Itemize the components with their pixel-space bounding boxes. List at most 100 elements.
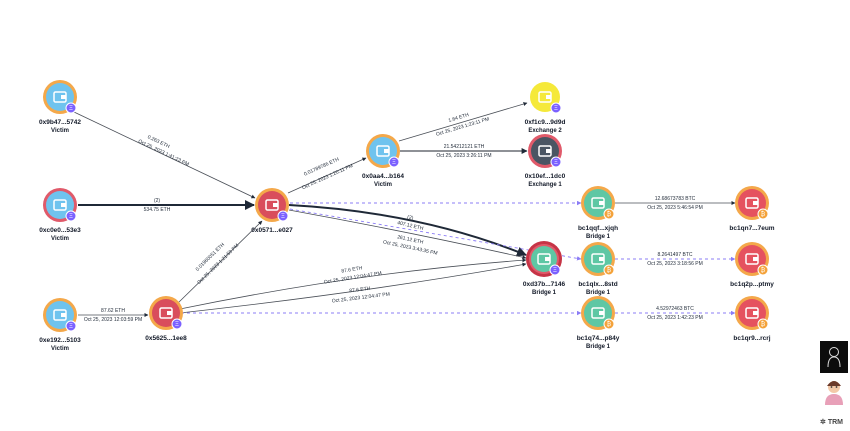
edge-amount-label: 261.12 ETH xyxy=(397,234,425,245)
brand-watermark: ✲ TRM xyxy=(820,418,843,426)
edge-count-label: (2) xyxy=(154,198,160,204)
bitcoin-badge-icon: ₿ xyxy=(603,318,615,330)
node-exchange2[interactable]: Ξ 0xf1c9...9d9d Exchange 2 xyxy=(525,82,566,134)
edge-victim4-to-exchange2[interactable]: 1.64 ETH Oct 25, 2023 1:23:11 PM xyxy=(398,102,528,142)
node-btc-dest1[interactable]: ₿ bc1qn7...7eum xyxy=(729,186,775,232)
node-address: 0x0aa4...b164 xyxy=(362,173,404,180)
participant-avatar[interactable] xyxy=(820,341,848,373)
bitcoin-badge-icon: ₿ xyxy=(757,208,769,220)
edge-amount-label: 8.2641497 BTC xyxy=(657,252,692,258)
wallet-icon xyxy=(745,253,759,265)
node-hub-0571[interactable]: Ξ 0x0571...e027 xyxy=(251,188,293,234)
node-description: Bridge 1 xyxy=(532,290,557,296)
edge-amount-label: 21.54212121 ETH xyxy=(444,144,485,150)
ethereum-badge-icon: Ξ xyxy=(550,156,562,168)
svg-text:Ξ: Ξ xyxy=(392,160,396,166)
participant-avatar[interactable] xyxy=(822,378,846,406)
node-address: bc1qlx...8std xyxy=(578,281,617,288)
bitcoin-badge-icon: ₿ xyxy=(757,318,769,330)
svg-text:Ξ: Ξ xyxy=(69,324,73,330)
node-address: 0x5625...1ee8 xyxy=(145,335,187,342)
svg-text:Ξ: Ξ xyxy=(553,268,557,274)
edge-date-label: Oct 25, 2023 12:03:59 PM xyxy=(84,317,142,323)
bridge-icon xyxy=(537,253,551,265)
edge-amount-label: 87.62 ETH xyxy=(101,308,125,314)
node-btc-bridge3[interactable]: ₿ bc1q74...p84y Bridge 1 xyxy=(577,296,620,350)
exchange-icon xyxy=(538,145,552,157)
edge-btc-bridge1-to-dest[interactable]: 12.68673783 BTC Oct 25, 2023 5:46:54 PM xyxy=(615,196,736,211)
brand-name: TRM xyxy=(827,419,843,426)
node-btc-dest3[interactable]: ₿ bc1qr9...rcrj xyxy=(733,296,771,342)
edge-mid-to-hub[interactable]: 0.01960051 ETH Oct 25, 2023 1:21:59 PM xyxy=(177,220,263,304)
silhouette-avatar-icon xyxy=(827,347,841,368)
node-description: Bridge 1 xyxy=(586,234,611,240)
edge-victim1-to-hub[interactable]: 0.263 ETH Oct 25, 2023 1:41:23 PM xyxy=(73,111,256,199)
ethereum-badge-icon: Ξ xyxy=(171,318,183,330)
bridge-icon xyxy=(591,253,605,265)
svg-text:Ξ: Ξ xyxy=(554,160,558,166)
edge-hub-to-victim4[interactable]: 0.01789786 ETH Oct 25, 2023 1:20:11 PM xyxy=(287,156,367,194)
edge-victim4-to-exchange1[interactable]: 21.54212121 ETH Oct 25, 2023 3:26:11 PM xyxy=(400,144,528,159)
wallet-icon xyxy=(265,199,279,211)
node-address: bc1qqf...xjqh xyxy=(578,225,618,232)
edge-victim2-to-hub[interactable]: (2) 534.75 ETH xyxy=(78,198,255,213)
edge-victim3-to-mid[interactable]: 87.62 ETH Oct 25, 2023 12:03:59 PM xyxy=(78,308,149,323)
edge-amount-label: 407.12 ETH xyxy=(397,220,425,232)
wallet-icon xyxy=(53,199,67,211)
ethereum-badge-icon: Ξ xyxy=(549,264,561,276)
svg-text:Ξ: Ξ xyxy=(69,214,73,220)
wallet-icon xyxy=(745,197,759,209)
node-intermediate-5625[interactable]: Ξ 0x5625...1ee8 xyxy=(145,296,187,342)
exchange-icon xyxy=(538,91,552,103)
node-victim1[interactable]: Ξ 0x9b47...5742 Victim xyxy=(39,80,81,134)
node-btc-bridge2[interactable]: ₿ bc1qlx...8std Bridge 1 xyxy=(578,242,618,296)
edge-btc-bridge2-to-dest[interactable]: 8.2641497 BTC Oct 25, 2023 3:18:56 PM xyxy=(615,252,736,267)
ethereum-badge-icon: Ξ xyxy=(65,210,77,222)
edge-date-label: Oct 25, 2023 3:18:56 PM xyxy=(647,261,703,267)
edge-date-label: Oct 25, 2023 1:42:23 PM xyxy=(647,315,703,321)
node-victim4[interactable]: Ξ 0x0aa4...b164 Victim xyxy=(362,134,404,188)
svg-text:Ξ: Ξ xyxy=(175,322,179,328)
ethereum-badge-icon: Ξ xyxy=(550,102,562,114)
node-address: bc1qr9...rcrj xyxy=(733,335,770,342)
svg-text:₿: ₿ xyxy=(607,211,612,218)
ethereum-badge-icon: Ξ xyxy=(277,210,289,222)
edge-amount-label: 1.64 ETH xyxy=(448,112,470,124)
bitcoin-badge-icon: ₿ xyxy=(757,264,769,276)
bitcoin-badge-icon: ₿ xyxy=(603,208,615,220)
bitcoin-badge-icon: ₿ xyxy=(603,264,615,276)
edge-amount-label: 4.52972463 BTC xyxy=(656,306,694,312)
edge-amount-label: 534.75 ETH xyxy=(144,207,171,213)
bridge-icon xyxy=(591,307,605,319)
node-address: 0xe192...5103 xyxy=(39,337,81,344)
svg-text:₿: ₿ xyxy=(607,321,612,328)
node-address: bc1qn7...7eum xyxy=(729,225,774,232)
node-btc-dest2[interactable]: ₿ bc1q2p...ptmy xyxy=(730,242,774,288)
edge-date-label: Oct 25, 2023 3:26:11 PM xyxy=(436,153,491,159)
ethereum-badge-icon: Ξ xyxy=(388,156,400,168)
node-btc-bridge1[interactable]: ₿ bc1qqf...xjqh Bridge 1 xyxy=(578,186,618,240)
node-description: Victim xyxy=(374,182,392,188)
edge-amount-label: 12.68673783 BTC xyxy=(655,196,696,202)
node-victim2[interactable]: Ξ 0xc0e0...53e3 Victim xyxy=(39,188,81,242)
presenter-panel: ✲ TRM xyxy=(816,336,850,431)
node-address: 0xf1c9...9d9d xyxy=(525,119,566,126)
svg-text:Ξ: Ξ xyxy=(281,214,285,220)
node-exchange1[interactable]: Ξ 0x10ef...1dc0 Exchange 1 xyxy=(525,134,566,188)
node-victim3[interactable]: Ξ 0xe192...5103 Victim xyxy=(39,298,81,352)
svg-text:Ξ: Ξ xyxy=(554,106,558,112)
edge-amount-label: 87.6 ETH xyxy=(341,265,363,274)
wallet-icon xyxy=(376,145,390,157)
svg-text:₿: ₿ xyxy=(761,321,766,328)
svg-text:₿: ₿ xyxy=(607,267,612,274)
node-description: Victim xyxy=(51,236,69,242)
svg-text:₿: ₿ xyxy=(761,211,766,218)
node-address: 0xc0e0...53e3 xyxy=(39,227,81,234)
edge-btc-bridge3-to-dest[interactable]: 4.52972463 BTC Oct 25, 2023 1:42:23 PM xyxy=(615,306,736,321)
node-address: 0xd37b...7146 xyxy=(523,281,566,288)
node-address: bc1q74...p84y xyxy=(577,335,620,342)
node-address: 0x10ef...1dc0 xyxy=(525,173,566,180)
node-description: Bridge 1 xyxy=(586,344,611,350)
node-bridge-eth[interactable]: Ξ 0xd37b...7146 Bridge 1 xyxy=(523,241,566,296)
